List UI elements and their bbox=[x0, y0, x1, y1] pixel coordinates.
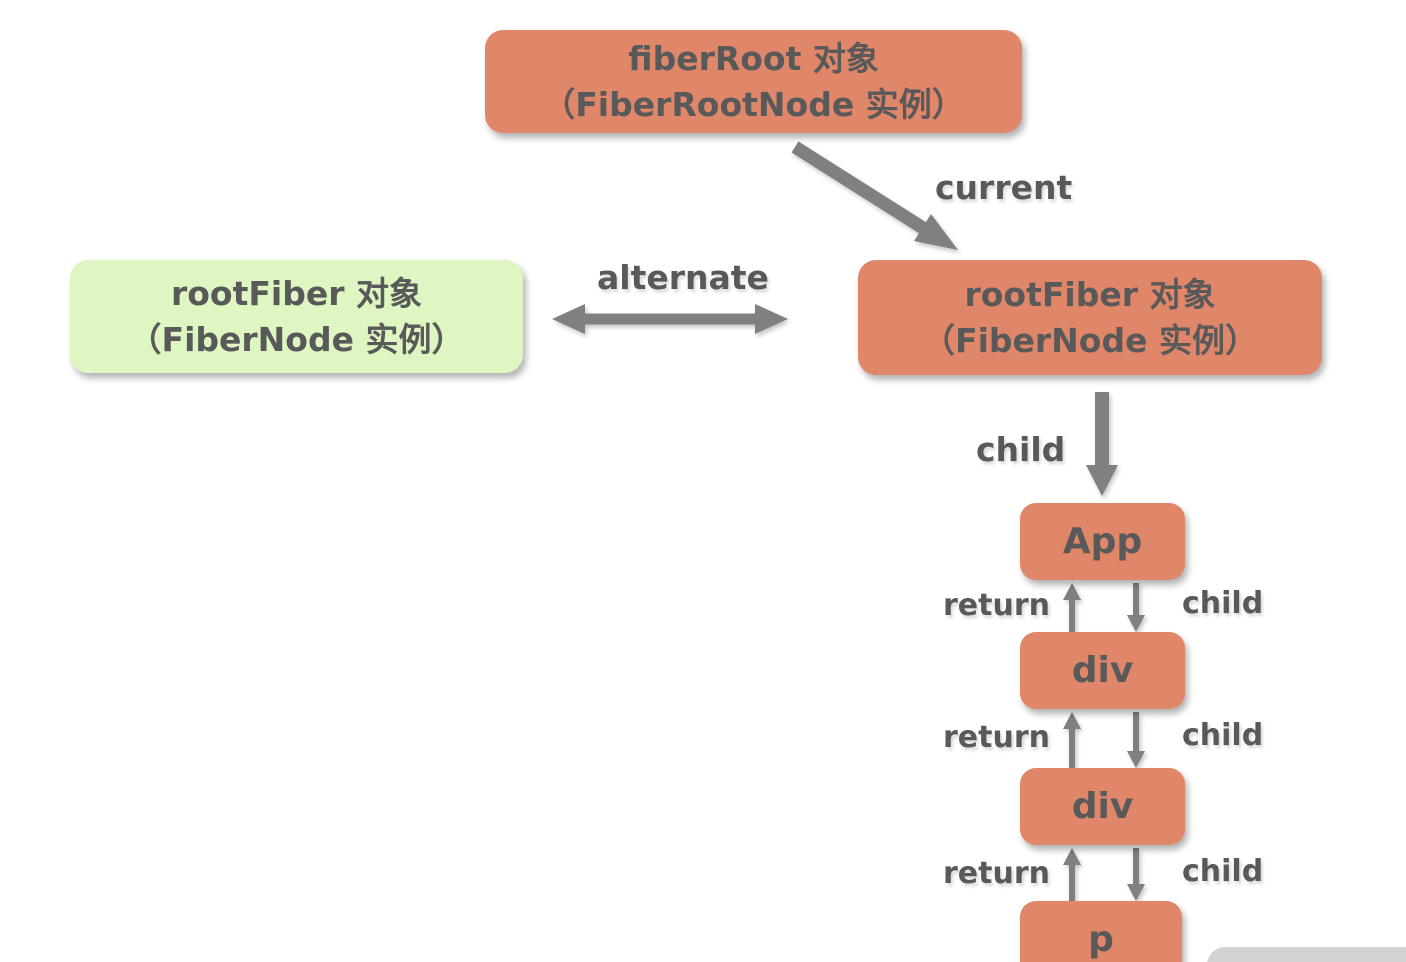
label-child-root: child bbox=[976, 430, 1066, 469]
node-root-fiber-current-line1: rootFiber 对象 bbox=[964, 274, 1216, 314]
node-div-2: div bbox=[1020, 768, 1185, 845]
arrow-current bbox=[791, 141, 958, 250]
node-root-fiber-alternate-line1: rootFiber 对象 bbox=[170, 273, 422, 313]
node-root-fiber-alternate: rootFiber 对象 （FiberNode 实例） bbox=[70, 260, 523, 373]
node-div-1-label: div bbox=[1071, 650, 1134, 691]
node-root-fiber-current-line2: （FiberNode 实例） bbox=[922, 320, 1258, 360]
arrow-return-2 bbox=[1063, 712, 1081, 768]
node-root-fiber-alternate-line2: （FiberNode 实例） bbox=[128, 319, 465, 359]
node-app-label: App bbox=[1062, 521, 1143, 562]
arrow-child-root bbox=[1086, 392, 1118, 496]
arrow-alternate bbox=[552, 304, 788, 334]
arrow-return-3 bbox=[1063, 848, 1081, 901]
label-return-3: return bbox=[943, 856, 1050, 891]
node-p-label: p bbox=[1088, 919, 1114, 960]
node-root-fiber-current: rootFiber 对象 （FiberNode 实例） bbox=[858, 260, 1322, 375]
label-return-1: return bbox=[943, 588, 1050, 623]
node-app: App bbox=[1020, 503, 1185, 580]
label-child-1: child bbox=[1182, 586, 1264, 621]
arrow-return-1 bbox=[1063, 583, 1081, 632]
node-div-1: div bbox=[1020, 632, 1185, 709]
label-current: current bbox=[935, 168, 1073, 207]
arrow-child-2 bbox=[1127, 712, 1145, 768]
node-div-2-label: div bbox=[1071, 786, 1134, 827]
node-fiber-root-line1: fiberRoot 对象 bbox=[628, 38, 879, 78]
label-return-2: return bbox=[943, 720, 1050, 755]
node-fiber-root: fiberRoot 对象 （FiberRootNode 实例） bbox=[485, 30, 1022, 133]
node-gray-partial bbox=[1207, 947, 1406, 962]
node-p: p bbox=[1020, 901, 1182, 962]
node-fiber-root-line2: （FiberRootNode 实例） bbox=[542, 84, 965, 124]
label-child-3: child bbox=[1182, 854, 1264, 889]
arrow-child-3 bbox=[1127, 848, 1145, 901]
arrow-child-1 bbox=[1127, 583, 1145, 632]
label-alternate: alternate bbox=[597, 258, 769, 297]
label-child-2: child bbox=[1182, 718, 1264, 753]
